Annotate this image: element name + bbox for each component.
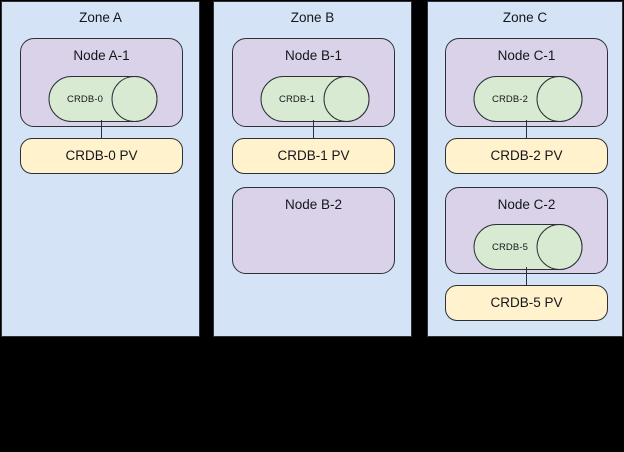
volume-crdb-5-pv-label: CRDB-5 PV [490, 295, 563, 310]
database-crdb-0: CRDB-0 [48, 76, 158, 122]
database-crdb-1: CRDB-1 [260, 76, 370, 122]
node-c-1: Node C-1 CRDB-2 [445, 38, 608, 127]
node-b-2: Node B-2 [232, 187, 395, 274]
zone-c: Zone C Node C-1 CRDB-2 CRDB-2 PV Node C-… [427, 1, 623, 337]
node-b-2-title: Node B-2 [284, 197, 343, 212]
zone-a: Zone A Node A-1 CRDB-0 CRDB-0 PV [1, 1, 200, 337]
connector-node-c-1-to-crdb-2-pv [526, 120, 527, 139]
database-crdb-2: CRDB-2 [473, 76, 583, 122]
node-c-2: Node C-2 CRDB-5 [445, 187, 608, 274]
zone-a-title: Zone A [79, 10, 122, 25]
volume-crdb-2-pv-label: CRDB-2 PV [490, 148, 563, 163]
node-c-1-title: Node C-1 [497, 48, 556, 63]
volume-crdb-1-pv: CRDB-1 PV [232, 138, 395, 174]
volume-crdb-2-pv: CRDB-2 PV [445, 138, 608, 174]
zone-b-title: Zone B [290, 10, 335, 25]
connector-node-b-1-to-crdb-1-pv [313, 120, 314, 139]
node-a-1: Node A-1 CRDB-0 [20, 38, 183, 127]
node-a-1-title: Node A-1 [73, 48, 130, 63]
volume-crdb-1-pv-label: CRDB-1 PV [277, 148, 350, 163]
volume-crdb-0-pv-label: CRDB-0 PV [65, 148, 138, 163]
database-crdb-5: CRDB-5 [473, 224, 583, 270]
node-b-1-title: Node B-1 [284, 48, 343, 63]
connector-node-c-2-to-crdb-5-pv [526, 267, 527, 286]
zone-c-title: Zone C [502, 10, 548, 25]
zone-b: Zone B Node B-1 CRDB-1 CRDB-1 PV Node B-… [213, 1, 412, 337]
volume-crdb-5-pv: CRDB-5 PV [445, 285, 608, 321]
node-c-2-title: Node C-2 [497, 197, 556, 212]
node-b-1: Node B-1 CRDB-1 [232, 38, 395, 127]
volume-crdb-0-pv: CRDB-0 PV [20, 138, 183, 174]
connector-node-a-1-to-crdb-0-pv [101, 120, 102, 139]
